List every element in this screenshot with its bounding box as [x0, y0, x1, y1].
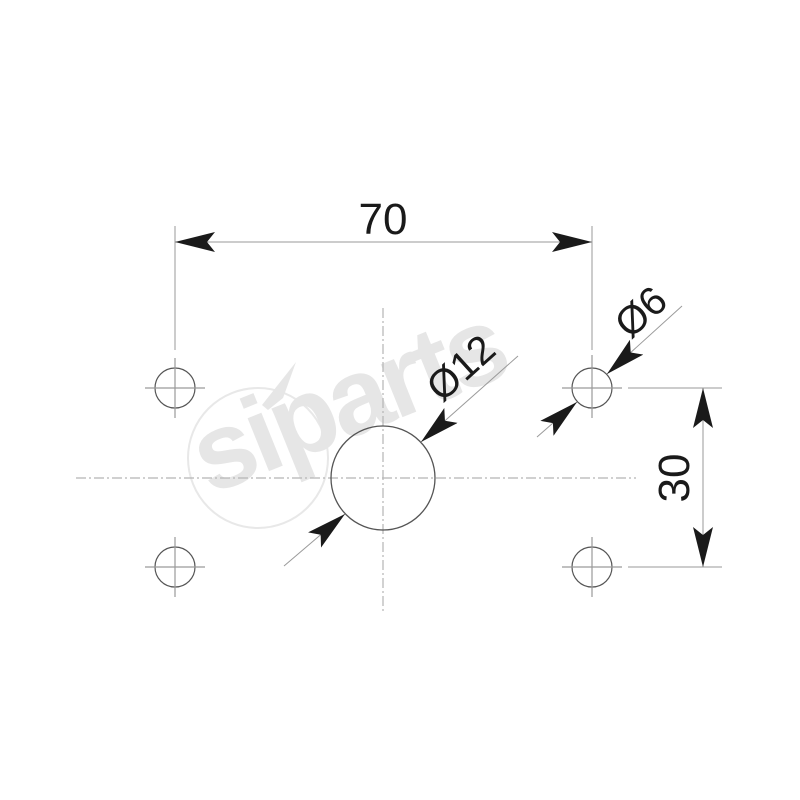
leader-12-lower	[283, 513, 346, 567]
dimension-label-30: 30	[650, 454, 699, 503]
corner-hole-top-left	[145, 358, 205, 418]
centerlines	[76, 308, 636, 614]
corner-hole-top-right	[562, 355, 622, 418]
watermark: siparts	[173, 282, 521, 529]
corner-hole-bottom-left	[145, 537, 205, 597]
leader-6-lower	[536, 401, 578, 438]
dimension-label-diameter-6: Ø6	[607, 278, 676, 346]
dimension-diameter-6: Ø6	[536, 278, 683, 438]
leader-12-upper	[420, 355, 519, 443]
watermark-accent-icon	[262, 362, 296, 410]
dimension-label-70: 70	[359, 195, 408, 244]
corner-hole-bottom-right	[562, 537, 622, 597]
dimension-70: 70	[175, 195, 592, 252]
watermark-ring	[187, 387, 329, 529]
dimension-30: 30	[650, 388, 713, 567]
leader-6-upper	[606, 305, 683, 375]
center-hole	[330, 425, 436, 531]
